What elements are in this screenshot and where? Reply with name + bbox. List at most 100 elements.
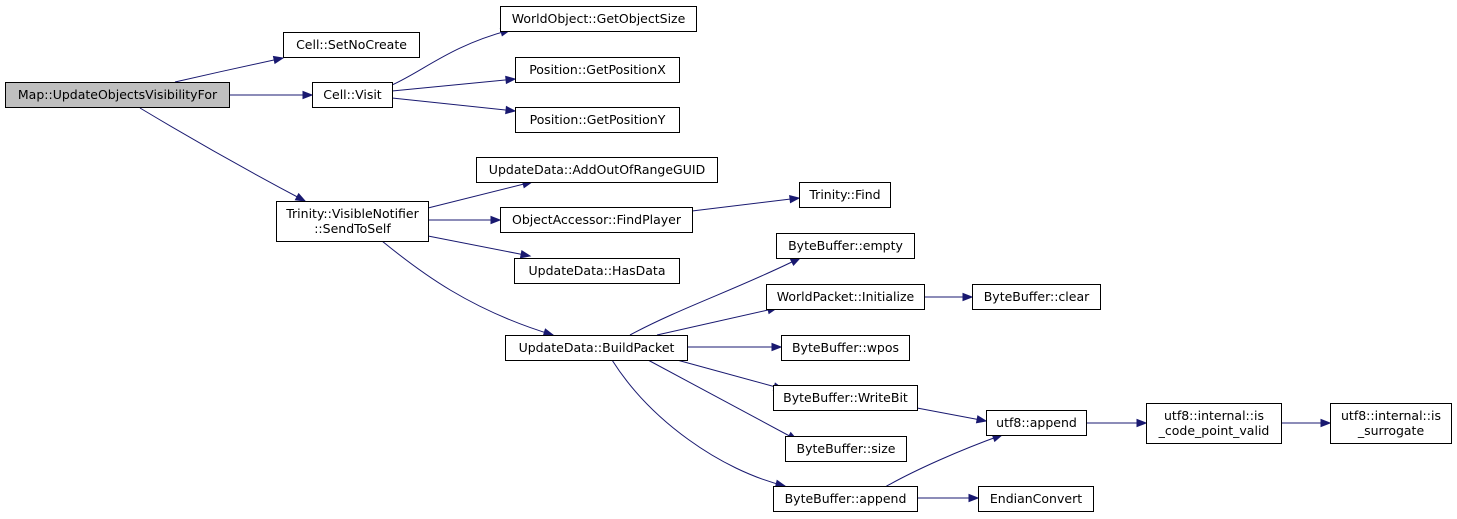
arrowhead-icon [968, 493, 980, 503]
node-box [283, 32, 420, 58]
node-updatedata-hasdata[interactable]: UpdateData::HasData [514, 258, 680, 284]
node-box [781, 335, 910, 361]
node-label: Cell::SetNoCreate [296, 37, 407, 52]
node-position-getpositiony[interactable]: Position::GetPositionY [515, 107, 680, 133]
node-utf8-internal-is-surrogate[interactable]: utf8::internal::is_surrogate [1330, 403, 1452, 444]
node-box [773, 385, 918, 411]
node-box [1330, 403, 1452, 444]
node-label: Map::UpdateObjectsVisibilityFor [18, 87, 218, 102]
edge-ud_buildpacket-to-wp_initialize [656, 307, 778, 336]
node-position-getpositionx[interactable]: Position::GetPositionX [515, 57, 680, 83]
node-box [312, 82, 393, 108]
node-label: ByteBuffer::clear [984, 289, 1090, 304]
node-box [972, 284, 1101, 310]
node-label: EndianConvert [990, 491, 1082, 506]
node-label: ByteBuffer::wpos [792, 340, 899, 355]
node-utf8-append[interactable]: utf8::append [986, 410, 1087, 436]
edge-vn_sendtoself-to-ud_buildpacket [381, 240, 554, 336]
node-box [799, 182, 891, 208]
arrowhead-icon [505, 105, 517, 115]
arrowhead-icon [505, 75, 517, 85]
edge-bb_writebit-to-utf8_append [916, 407, 987, 422]
node-bytebuffer-writebit[interactable]: ByteBuffer::WriteBit [773, 385, 918, 411]
edge-ud_buildpacket-to-bb_size [647, 359, 798, 441]
node-box [515, 107, 680, 133]
arrowhead-icon [272, 55, 285, 65]
node-bytebuffer-append[interactable]: ByteBuffer::append [773, 486, 918, 512]
node-box [505, 335, 688, 361]
node-label: utf8::internal::is [1164, 408, 1264, 423]
node-label: ObjectAccessor::FindPlayer [512, 212, 682, 227]
node-box [785, 436, 907, 462]
edge-cell_visit-to-wo_getobjectsize [391, 29, 511, 86]
node-bytebuffer-size[interactable]: ByteBuffer::size [785, 436, 907, 462]
node-box [5, 82, 230, 108]
node-updatedata-buildpacket[interactable]: UpdateData::BuildPacket [505, 335, 688, 361]
node-label: UpdateData::BuildPacket [519, 340, 675, 355]
node-box [1146, 403, 1282, 444]
node-map-updateobjectsvisibilityfor[interactable]: Map::UpdateObjectsVisibilityFor [5, 82, 230, 108]
node-box [276, 201, 429, 242]
arrowhead-icon [519, 250, 532, 259]
node-worldpacket-initialize[interactable]: WorldPacket::Initialize [766, 284, 925, 310]
call-nodes: Map::UpdateObjectsVisibilityFor Cell::Set… [5, 6, 1452, 512]
node-objectaccessor-findplayer[interactable]: ObjectAccessor::FindPlayer [500, 207, 693, 233]
node-box [986, 410, 1087, 436]
edge-ud_buildpacket-to-bb_empty [629, 257, 801, 336]
edge-vn_sendtoself-to-ud_hasdata [427, 235, 531, 257]
node-box [766, 284, 925, 310]
arrowhead-icon [490, 215, 502, 225]
edge-oa_findplayer-to-trinity_find [691, 197, 800, 212]
node-label: ByteBuffer::size [797, 441, 896, 456]
arrowhead-icon [771, 342, 783, 352]
edge-vn_sendtoself-to-ud_addoor [427, 181, 533, 209]
node-label: utf8::internal::is [1341, 408, 1441, 423]
node-cell-setnocreate[interactable]: Cell::SetNoCreate [283, 32, 420, 58]
arrowhead-icon [789, 194, 801, 204]
edge-map_update-to-cell_setnocreate [174, 57, 284, 83]
node-label: ByteBuffer::WriteBit [783, 390, 908, 405]
node-box [515, 57, 680, 83]
node-label: UpdateData::HasData [529, 263, 666, 278]
node-label: Position::GetPositionX [529, 62, 666, 77]
node-label: WorldPacket::Initialize [777, 289, 915, 304]
node-trinity-visiblenotifier-sendtoself[interactable]: Trinity::VisibleNotifier::SendToSelf [276, 201, 429, 242]
node-box [500, 207, 693, 233]
node-endianconvert[interactable]: EndianConvert [978, 486, 1094, 512]
node-label: ::SendToSelf [314, 221, 391, 236]
arrowhead-icon [542, 328, 555, 337]
node-cell-visit[interactable]: Cell::Visit [312, 82, 393, 108]
node-label: Position::GetPositionY [530, 112, 666, 127]
edge-cell_visit-to-pos_gety [391, 97, 516, 112]
edge-bb_append-to-utf8_append [884, 434, 1003, 488]
edge-ud_buildpacket-to-bb_append [611, 359, 786, 487]
node-utf8-internal-is-code-point-valid[interactable]: utf8::internal::is_code_point_valid [1146, 403, 1282, 444]
node-updatedata-addoutofrangeguid[interactable]: UpdateData::AddOutOfRangeGUID [476, 157, 718, 183]
edge-ud_buildpacket-to-bb_writebit [676, 359, 784, 390]
node-worldobject-getobjectsize[interactable]: WorldObject::GetObjectSize [500, 6, 697, 32]
node-trinity-find[interactable]: Trinity::Find [799, 182, 891, 208]
node-label: ByteBuffer::empty [788, 238, 903, 253]
node-box [500, 6, 697, 32]
node-label: Trinity::VisibleNotifier [285, 206, 419, 221]
node-bytebuffer-clear[interactable]: ByteBuffer::clear [972, 284, 1101, 310]
node-box [514, 258, 680, 284]
node-label: _code_point_valid [1158, 423, 1270, 438]
node-bytebuffer-wpos[interactable]: ByteBuffer::wpos [781, 335, 910, 361]
arrowhead-icon [789, 257, 802, 267]
arrowhead-icon [1320, 418, 1332, 428]
arrowhead-icon [1136, 418, 1148, 428]
arrowhead-icon [975, 415, 988, 424]
node-label: _surrogate [1357, 423, 1425, 438]
node-label: utf8::append [996, 415, 1077, 430]
node-box [978, 486, 1094, 512]
arrowhead-icon [302, 90, 314, 100]
node-label: UpdateData::AddOutOfRangeGUID [489, 162, 705, 177]
node-label: WorldObject::GetObjectSize [512, 11, 686, 26]
edge-map_update-to-vn_sendtoself [139, 107, 306, 202]
node-box [773, 486, 918, 512]
arrowhead-icon [294, 192, 307, 202]
node-bytebuffer-empty[interactable]: ByteBuffer::empty [776, 233, 915, 259]
edge-cell_visit-to-pos_getx [391, 78, 516, 92]
